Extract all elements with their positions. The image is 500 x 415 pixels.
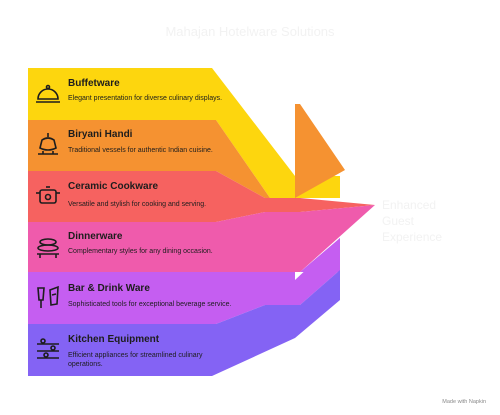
- band-bar-drink-ware: [28, 238, 340, 324]
- item-desc: Traditional vessels for authentic Indian…: [68, 147, 213, 154]
- outcome-line-3: Experience: [382, 230, 443, 244]
- band-kitchen-equipment-tip: [295, 270, 340, 338]
- outcome-line-1: Enhanced: [382, 198, 437, 212]
- cooking-pot-icon: [36, 186, 60, 204]
- item-desc: Sophisticated tools for exceptional beve…: [68, 301, 232, 308]
- plates-cutlery-icon: [37, 238, 59, 258]
- item-desc: Versatile and stylish for cooking and se…: [68, 201, 207, 208]
- item-desc: Efficient appliances for streamlined cul…: [68, 352, 203, 368]
- band-bar-drink-ware-tip: [265, 238, 340, 305]
- item-kitchen-equipment: Kitchen Equipment Efficient appliances f…: [28, 324, 228, 376]
- glasses-icon: [37, 285, 59, 308]
- band-kitchen-equipment: [28, 305, 295, 376]
- band-ceramic-cookware: [28, 171, 375, 222]
- diagram-title: Mahajan Hotelware Solutions: [165, 24, 335, 39]
- item-title: Dinnerware: [68, 231, 123, 242]
- item-bar-drink-ware: Bar & Drink Ware Sophisticated tools for…: [28, 272, 231, 324]
- handi-pot-icon: [38, 133, 58, 155]
- item-desc: Elegant presentation for diverse culinar…: [68, 95, 223, 102]
- cloche-icon: [36, 84, 60, 103]
- band-buffetware: [28, 68, 340, 198]
- item-biryani-handi: Biryani Handi Traditional vessels for au…: [28, 120, 228, 171]
- footer-credit: Made with Napkin: [442, 399, 486, 405]
- item-title: Biryani Handi: [68, 129, 133, 140]
- item-ceramic-cookware: Ceramic Cookware Versatile and stylish f…: [28, 171, 228, 222]
- item-title: Kitchen Equipment: [68, 334, 160, 345]
- outcome-line-2: Guest: [382, 214, 415, 228]
- item-buffetware: Buffetware Elegant presentation for dive…: [28, 68, 228, 120]
- band-dinnerware: [28, 205, 375, 272]
- item-dinnerware: Dinnerware Complementary styles for any …: [28, 222, 228, 272]
- item-title: Ceramic Cookware: [68, 181, 159, 192]
- outcome-label: Enhanced Guest Experience: [382, 197, 442, 245]
- item-title: Buffetware: [68, 78, 120, 89]
- item-title: Bar & Drink Ware: [68, 283, 150, 294]
- band-biryani-handi: [28, 104, 345, 198]
- stove-icon: [37, 338, 59, 359]
- item-desc: Complementary styles for any dining occa…: [68, 248, 213, 255]
